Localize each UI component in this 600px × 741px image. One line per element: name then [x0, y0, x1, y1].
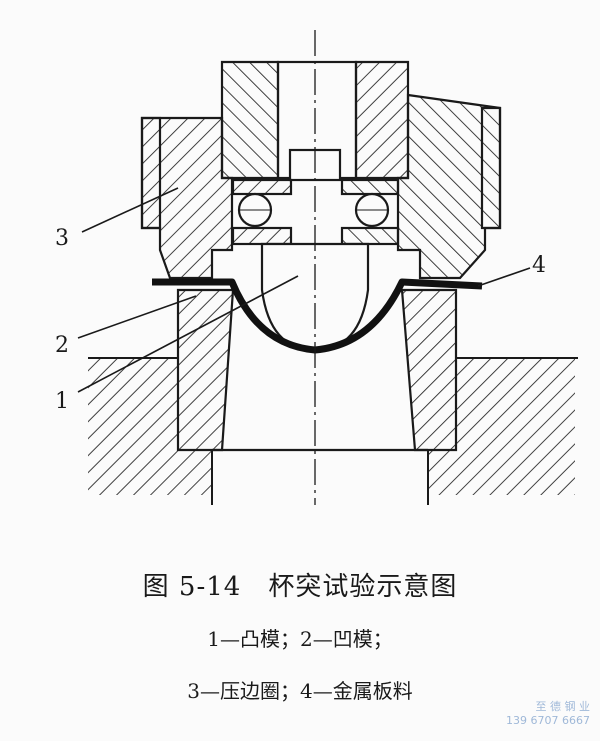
label-1: 1 — [55, 389, 69, 414]
label-2: 2 — [55, 333, 69, 358]
blank-holder — [140, 93, 502, 280]
lower-base — [88, 357, 578, 505]
die — [176, 288, 458, 452]
watermark: 至 德 钢 业 139 6707 6667 — [506, 700, 590, 728]
label-3: 3 — [55, 226, 69, 251]
figure-title: 图 5-14 杯突试验示意图 — [142, 572, 458, 602]
cupping-test-diagram: 3 2 1 4 — [55, 30, 578, 505]
watermark-company: 至 德 钢 业 — [535, 700, 591, 713]
caption-legend-line-1: 1—凸模；2—凹模； — [207, 627, 393, 651]
caption-legend-line-2: 3—压边圈；4—金属板料 — [187, 679, 413, 703]
label-4: 4 — [532, 253, 546, 278]
watermark-phone: 139 6707 6667 — [506, 714, 590, 727]
leader-lines — [77, 187, 531, 393]
